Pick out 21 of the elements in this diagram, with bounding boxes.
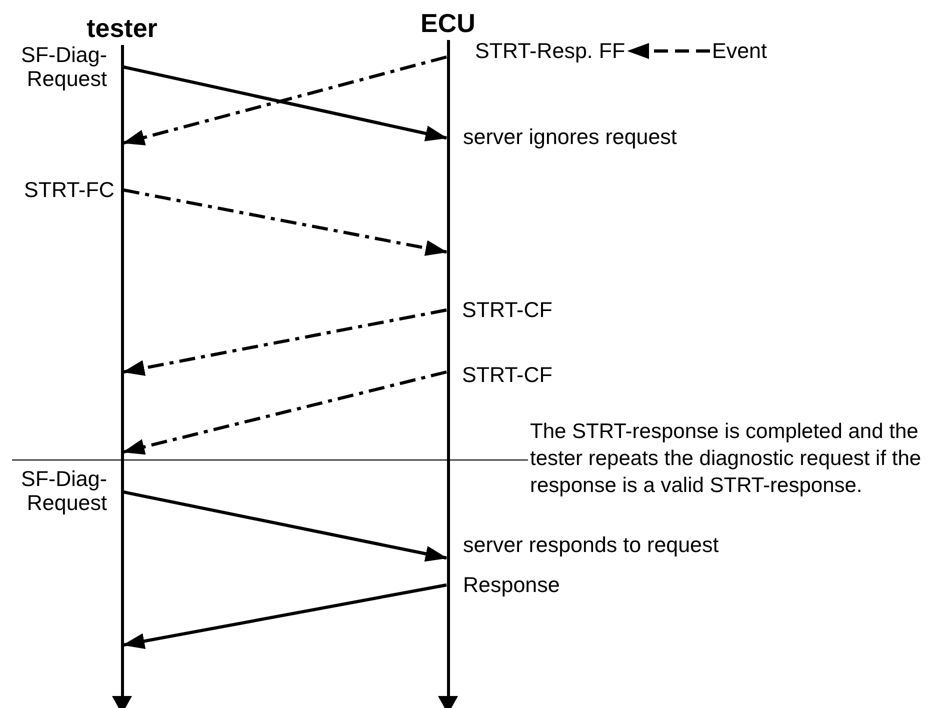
event-label: STRT-Resp. FF	[475, 39, 626, 63]
message-arrow	[122, 583, 447, 650]
event-label: Event	[712, 39, 767, 63]
message-label: SF-Diag- Request	[20, 43, 107, 91]
message-label: server responds to request	[463, 533, 719, 557]
message-arrow	[122, 55, 447, 146]
message-label: STRT-FC	[24, 178, 114, 202]
message-label: Response	[463, 573, 560, 597]
message-arrow	[123, 65, 448, 142]
note-text: The STRT-response is completed and the tester repeats the diagnostic request if the response is a valid STRT-response.	[530, 419, 922, 499]
message-arrow	[123, 490, 448, 562]
message-arrow	[123, 188, 448, 256]
message-arrow	[122, 308, 447, 376]
lifeline-heading: tester	[86, 13, 158, 43]
message-label: SF-Diag- Request	[20, 467, 107, 515]
message-arrow	[627, 43, 710, 59]
message-label: STRT-CF	[462, 298, 552, 322]
message-arrow	[122, 370, 447, 455]
message-label: server ignores request	[463, 125, 677, 149]
message-label: STRT-CF	[462, 363, 552, 387]
lifeline-heading: ECU	[420, 8, 476, 38]
